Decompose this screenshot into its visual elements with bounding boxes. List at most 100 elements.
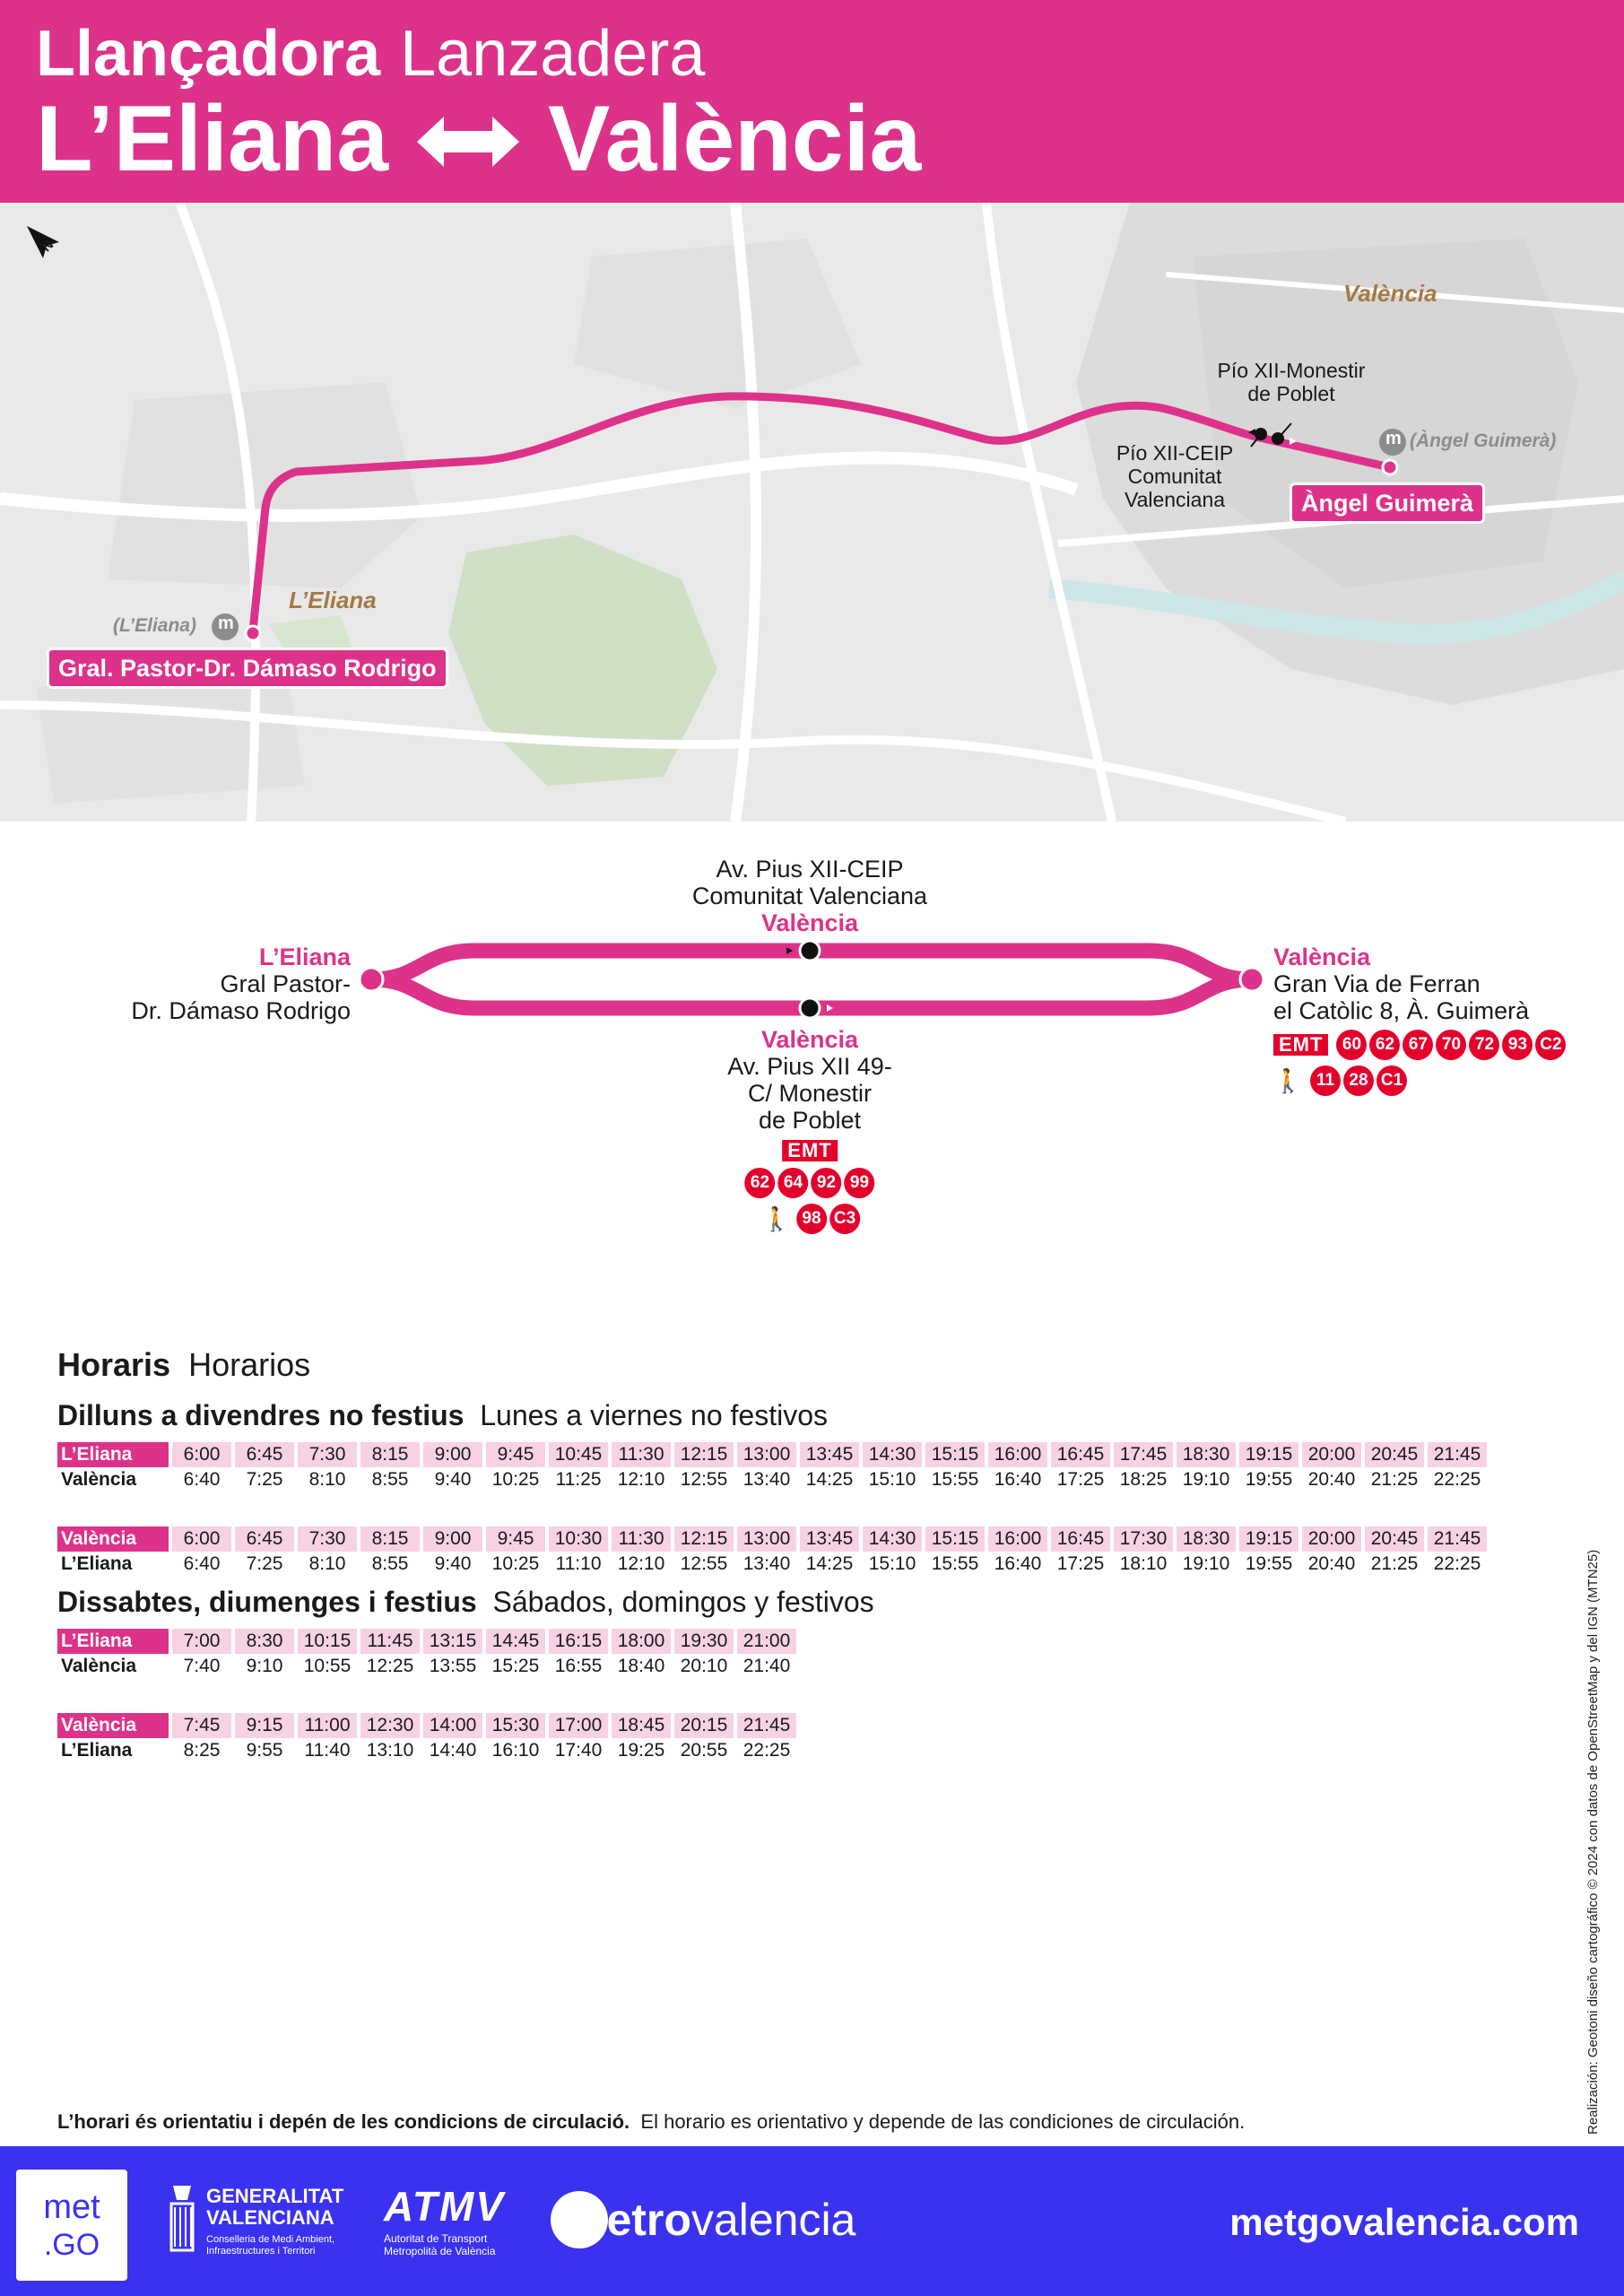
metro-icon (212, 613, 239, 640)
schematic-diagram (358, 939, 1265, 1020)
time-cell: 6:40 (183, 1553, 221, 1574)
emt-logo: EMT (1273, 1034, 1329, 1056)
metro-icon (1379, 429, 1406, 456)
time-cell: 13:45 (800, 1442, 859, 1467)
time-cell: 15:55 (931, 1469, 979, 1490)
footer: met .GO GENERALITAT VALENCIANA Conseller… (0, 2146, 1624, 2296)
weekday-label-es: Lunes a viernes no festivos (480, 1399, 828, 1431)
bus-line-badge: C2 (1535, 1030, 1567, 1060)
time-cell: 14:45 (486, 1629, 545, 1654)
weekday-heading: Dilluns a divendres no festius Lunes a v… (57, 1397, 1564, 1433)
time-cell: 12:10 (617, 1553, 665, 1574)
time-cell: 15:15 (925, 1526, 985, 1552)
timetable-title: Horaris Horarios (57, 1345, 1564, 1385)
time-cell: 9:00 (423, 1442, 482, 1467)
time-cell: 19:55 (1245, 1469, 1293, 1490)
generalitat-name-line2: VALENCIANA (206, 2206, 334, 2229)
weekend-label-ca: Dissabtes, diumenges i festius (57, 1586, 477, 1618)
time-cell: 18:30 (1177, 1442, 1236, 1467)
time-cell: 6:40 (183, 1469, 221, 1490)
emt-logo: EMT (782, 1140, 838, 1161)
time-cell: 22:25 (743, 1740, 791, 1761)
schema-right-stop-line2: el Catòlic 8, À. Guimerà (1273, 997, 1530, 1024)
time-cell: 11:30 (612, 1526, 671, 1552)
time-cell: 19:10 (1182, 1469, 1230, 1490)
time-cell: 8:10 (308, 1553, 346, 1574)
bus-line-badge: 67 (1403, 1030, 1434, 1060)
time-cell: 8:15 (360, 1526, 420, 1552)
row-label: L’Eliana (57, 1442, 169, 1467)
time-cell: 6:00 (172, 1442, 231, 1467)
time-cell: 18:10 (1119, 1553, 1168, 1574)
time-cell: 8:55 (371, 1469, 409, 1490)
schema-top-stop-line2: Comunitat Valenciana (691, 883, 928, 909)
title-es: Lanzadera (400, 18, 706, 90)
row-label: L’Eliana (57, 1629, 169, 1654)
schema-node-eliana (358, 966, 385, 993)
map-stop-ceip-line3: Valenciana (1124, 488, 1226, 511)
row-label: València (61, 1469, 137, 1490)
map-label-start: Gral. Pastor-Dr. Dámaso Rodrigo (47, 648, 448, 689)
time-cell: 10:55 (303, 1656, 352, 1676)
time-cell: 14:40 (429, 1740, 477, 1761)
time-cell: 14:25 (805, 1469, 854, 1490)
time-cell: 14:30 (863, 1442, 922, 1467)
metgo-logo[interactable]: met .GO (16, 2170, 127, 2281)
time-cell: 11:25 (555, 1469, 602, 1490)
time-cell: 9:45 (486, 1526, 545, 1552)
map-town-eliana: L’Eliana (289, 587, 377, 613)
time-cell: 20:10 (680, 1656, 728, 1676)
schema-node-valencia (1238, 966, 1265, 993)
note-ca: L’horari és orientatiu i depén de les co… (57, 2110, 630, 2133)
time-cell: 13:40 (743, 1469, 791, 1490)
time-cell: 10:25 (491, 1469, 540, 1490)
right-walk-lines: 🚶 11 28 C1 (1273, 1065, 1566, 1096)
time-cell: 6:00 (172, 1526, 231, 1552)
time-cell: 18:40 (617, 1656, 665, 1676)
generalitat-emblem-icon (169, 2186, 195, 2252)
time-cell: 9:15 (235, 1713, 294, 1738)
time-cell: 7:30 (298, 1526, 357, 1552)
weekend-heading: Dissabtes, diumenges i festius Sábados, … (57, 1584, 1564, 1620)
metrovalencia-light: valencia (690, 2195, 856, 2245)
map-credit: Realización: Geotoni diseño cartográfico… (1585, 1549, 1601, 2135)
walking-person-icon: 🚶 (1273, 1067, 1303, 1094)
time-cell: 17:30 (1114, 1526, 1173, 1552)
route-schematic: L’Eliana Gral Pastor- Dr. Dámaso Rodrigo… (0, 822, 1624, 1288)
schema-stop-top (798, 939, 821, 962)
route-map[interactable]: N L’Eliana València (L’Eliana) m (Àngel … (0, 203, 1624, 822)
bus-line-badge: C3 (829, 1204, 860, 1234)
schema-stop-bottom (798, 996, 821, 1020)
time-cell: 8:30 (235, 1629, 294, 1654)
bus-line-badge: C1 (1376, 1065, 1407, 1096)
time-cell: 20:45 (1365, 1442, 1424, 1467)
metrovalencia-bold: metro (567, 2195, 691, 2245)
time-cell: 21:45 (1428, 1526, 1487, 1552)
website-link[interactable]: metgovalencia.com (1229, 2201, 1579, 2243)
terminal-dot-guimera (1381, 458, 1399, 476)
time-cell: 18:25 (1119, 1469, 1168, 1490)
time-cell: 9:00 (423, 1526, 482, 1552)
time-cell: 19:25 (617, 1740, 665, 1761)
time-cell: 19:15 (1239, 1442, 1298, 1467)
time-cell: 11:10 (555, 1553, 602, 1574)
time-cell: 14:00 (423, 1713, 482, 1738)
timetable: Horaris Horarios Dilluns a divendres no … (57, 1345, 1564, 1763)
time-cell: 20:45 (1365, 1526, 1424, 1552)
time-cell: 16:15 (549, 1629, 608, 1654)
time-cell: 10:25 (491, 1553, 540, 1574)
bus-line-badge: 98 (796, 1204, 827, 1234)
time-cell: 17:25 (1056, 1469, 1105, 1490)
schema-bottom-stop-line3: de Poblet (758, 1107, 862, 1134)
time-cell: 7:45 (172, 1713, 231, 1738)
time-cell: 16:45 (1051, 1526, 1110, 1552)
time-cell: 12:10 (617, 1469, 665, 1490)
atmv-subtitle: Autoritat de Transport Metropolità de Va… (384, 2232, 496, 2257)
schema-right-town: València (1273, 944, 1371, 970)
